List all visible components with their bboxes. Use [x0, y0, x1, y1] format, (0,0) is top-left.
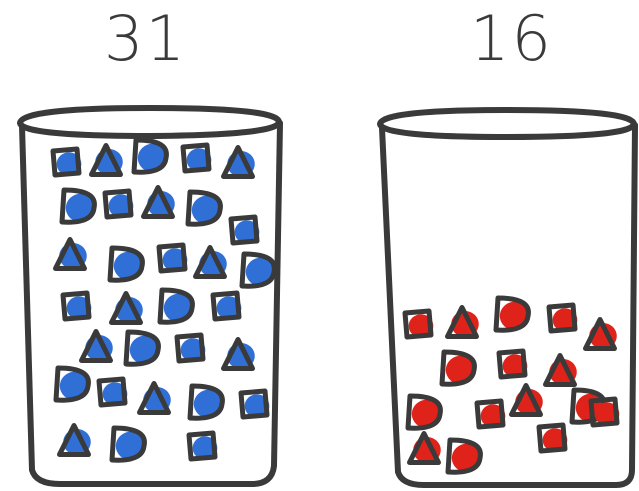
container-left-rim [20, 108, 279, 136]
pieces-left [53, 140, 276, 460]
container-right-rim [380, 110, 634, 137]
pieces-right [405, 298, 619, 472]
